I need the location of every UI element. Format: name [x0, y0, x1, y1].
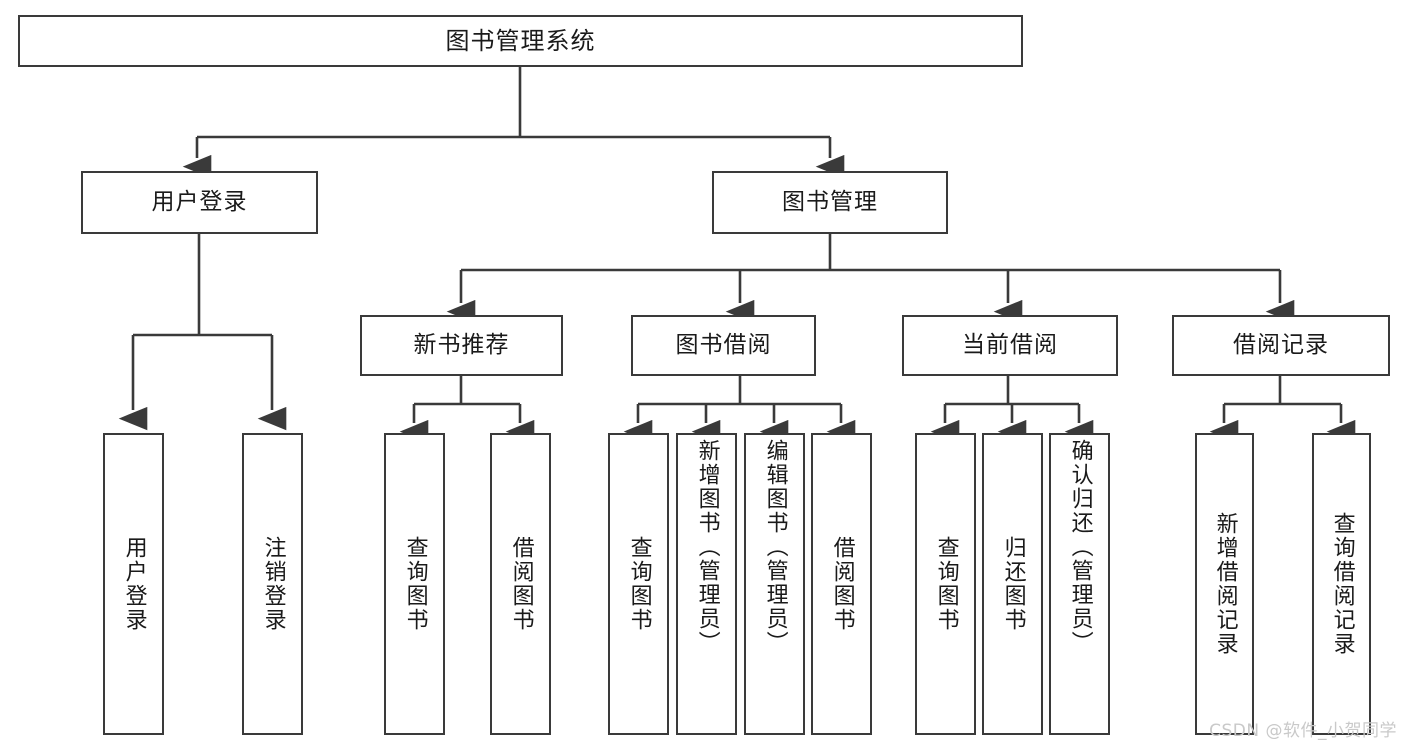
node-current-borrow[interactable]: 当前借阅 — [902, 315, 1118, 376]
leaf-new-book-query[interactable]: 查询图书 — [384, 433, 445, 735]
leaf-borrow-query-book[interactable]: 查询图书 — [608, 433, 669, 735]
node-new-book-recommend[interactable]: 新书推荐 — [360, 315, 563, 376]
node-borrow-record[interactable]: 借阅记录 — [1172, 315, 1390, 376]
node-book-borrow[interactable]: 图书借阅 — [631, 315, 816, 376]
leaf-new-book-borrow-label: 借阅图书 — [508, 536, 534, 632]
leaf-record-add[interactable]: 新增借阅记录 — [1195, 433, 1254, 735]
node-book-management-label: 图书管理 — [782, 188, 878, 215]
leaf-current-confirm-return[interactable]: 确认归还（管理员） — [1049, 433, 1110, 735]
leaf-borrow-borrow-book[interactable]: 借阅图书 — [811, 433, 872, 735]
leaf-current-confirm-return-label: 确认归还（管理员） — [1067, 439, 1093, 655]
leaf-current-return-book[interactable]: 归还图书 — [982, 433, 1043, 735]
node-user-login-label: 用户登录 — [151, 188, 248, 215]
leaf-borrow-edit-book[interactable]: 编辑图书（管理员） — [744, 433, 805, 735]
leaf-new-book-query-label: 查询图书 — [402, 536, 428, 632]
node-book-management[interactable]: 图书管理 — [712, 171, 948, 234]
leaf-user-login-signin[interactable]: 用户登录 — [103, 433, 164, 735]
leaf-current-query-book-label: 查询图书 — [933, 536, 959, 632]
leaf-borrow-borrow-book-label: 借阅图书 — [829, 536, 855, 632]
leaf-record-query[interactable]: 查询借阅记录 — [1312, 433, 1371, 735]
node-book-borrow-label: 图书借阅 — [675, 331, 772, 358]
node-new-book-recommend-label: 新书推荐 — [413, 331, 510, 358]
leaf-user-login-signin-label: 用户登录 — [121, 536, 147, 632]
leaf-borrow-edit-book-label: 编辑图书（管理员） — [762, 439, 788, 655]
leaf-new-book-borrow[interactable]: 借阅图书 — [490, 433, 551, 735]
leaf-borrow-query-book-label: 查询图书 — [626, 536, 652, 632]
leaf-borrow-add-book[interactable]: 新增图书（管理员） — [676, 433, 737, 735]
node-root-label: 图书管理系统 — [445, 26, 596, 55]
leaf-user-login-signout[interactable]: 注销登录 — [242, 433, 303, 735]
node-root[interactable]: 图书管理系统 — [18, 15, 1023, 67]
leaf-record-query-label: 查询借阅记录 — [1329, 512, 1355, 656]
node-user-login[interactable]: 用户登录 — [81, 171, 318, 234]
node-current-borrow-label: 当前借阅 — [962, 331, 1058, 358]
leaf-current-return-book-label: 归还图书 — [1000, 536, 1026, 632]
leaf-borrow-add-book-label: 新增图书（管理员） — [694, 439, 720, 655]
leaf-current-query-book[interactable]: 查询图书 — [915, 433, 976, 735]
leaf-record-add-label: 新增借阅记录 — [1212, 512, 1238, 656]
node-borrow-record-label: 借阅记录 — [1233, 331, 1329, 358]
leaf-user-login-signout-label: 注销登录 — [260, 536, 286, 632]
